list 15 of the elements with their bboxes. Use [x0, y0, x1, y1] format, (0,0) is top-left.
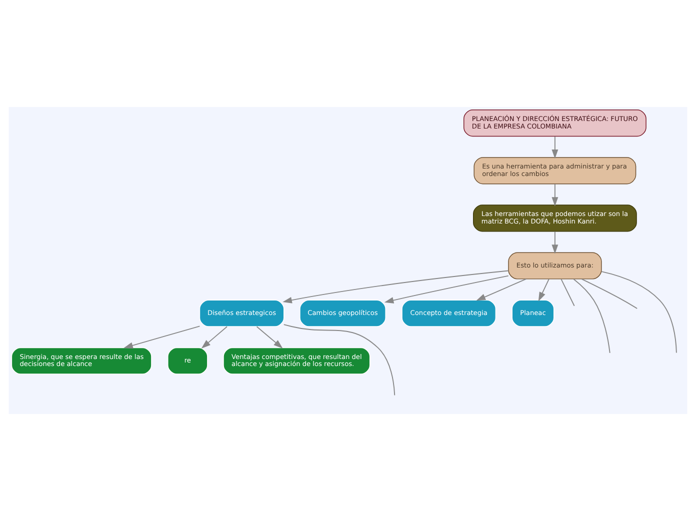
arrow — [124, 325, 200, 348]
connector — [573, 278, 610, 353]
arrow — [538, 278, 550, 301]
connector — [581, 278, 638, 308]
connector — [283, 324, 396, 396]
arrow — [201, 326, 228, 348]
arrow — [552, 230, 558, 254]
connector — [560, 278, 575, 306]
arrow — [552, 183, 558, 206]
arrow — [552, 135, 558, 158]
arrow — [476, 278, 527, 300]
arrow — [282, 270, 509, 303]
arrow — [256, 326, 283, 348]
arrow — [384, 274, 509, 303]
connector — [601, 270, 677, 353]
